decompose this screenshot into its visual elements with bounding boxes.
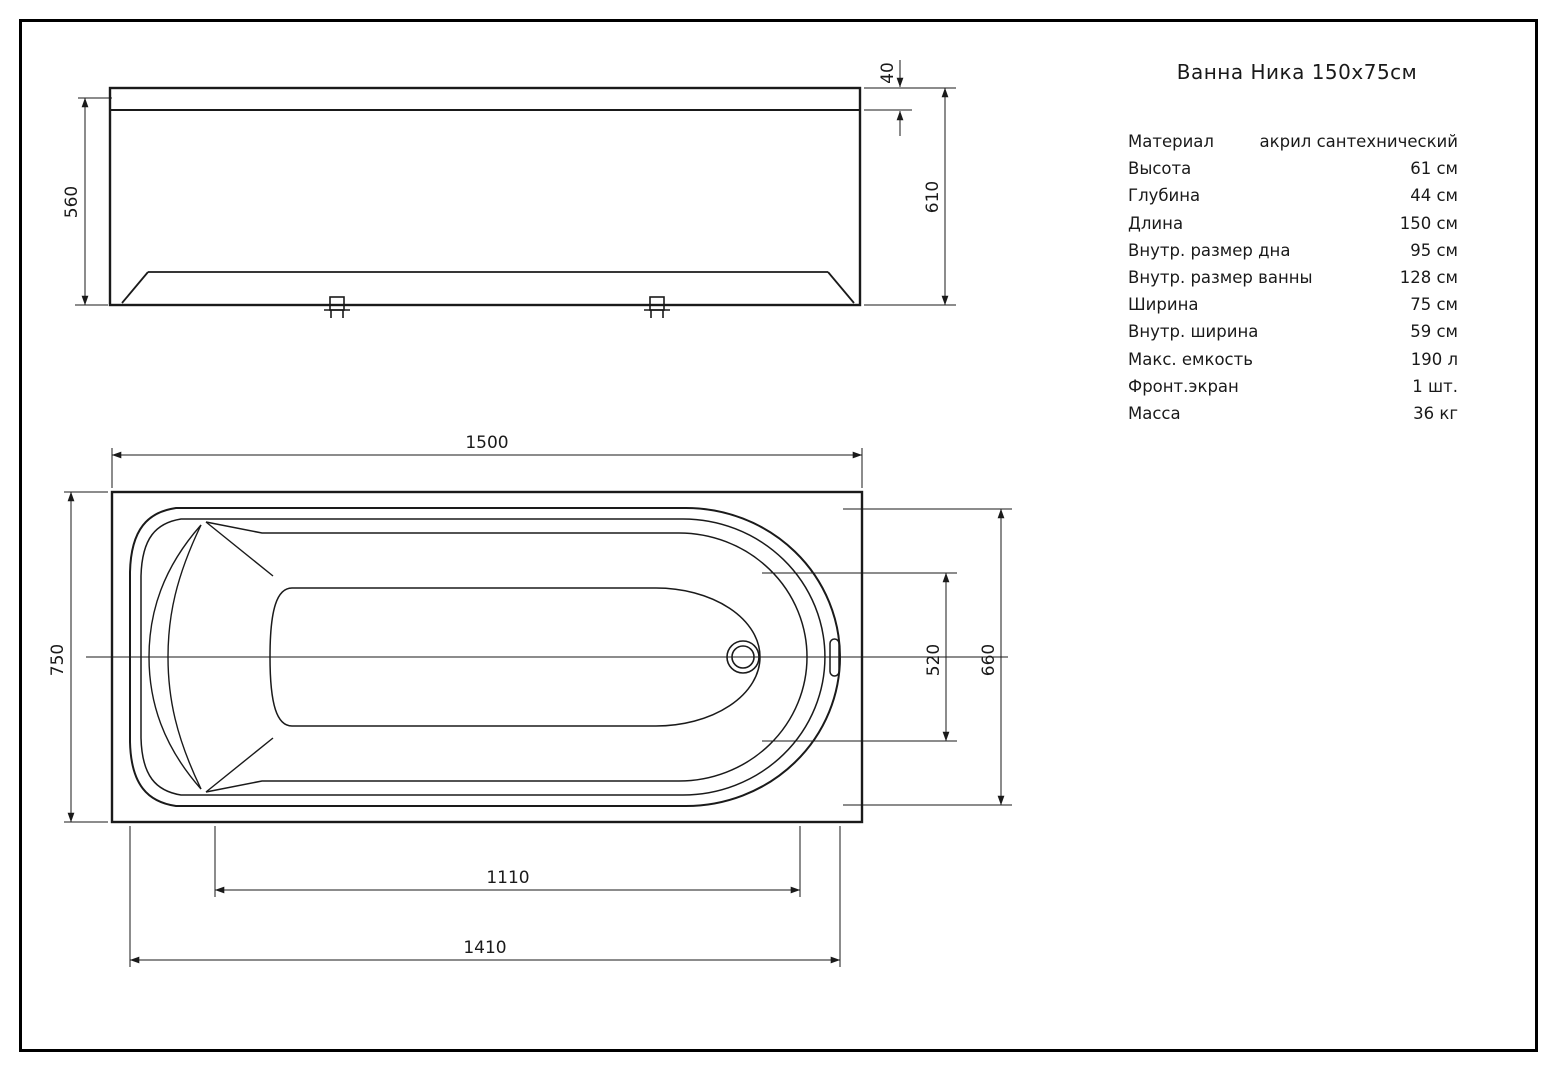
spec-row-front-screen: Фронт.экран 1 шт. — [1128, 373, 1466, 400]
spec-value: 75 см — [1410, 295, 1458, 315]
spec-label: Внутр. ширина — [1128, 322, 1259, 342]
front-panel-outline — [108, 86, 862, 307]
overflow-slot — [829, 638, 840, 677]
spec-table: Ванна Ника 150х75см Материал акрил санте… — [1128, 60, 1466, 427]
dim-label-plan-width: 750 — [48, 644, 68, 676]
spec-value: 190 л — [1410, 349, 1458, 369]
spec-value: 128 см — [1399, 268, 1458, 288]
dim-label-plan-length: 1500 — [465, 433, 508, 453]
dim-label-drain-zone-width: 520 — [924, 644, 944, 676]
spec-label: Ширина — [1128, 295, 1199, 315]
plan-rim-outer — [129, 507, 841, 807]
sheet-border — [19, 19, 1538, 1052]
spec-value: 61 см — [1410, 159, 1458, 179]
spec-value: акрил сантехнический — [1259, 132, 1458, 151]
front-foot-left — [324, 296, 350, 318]
front-apron-recess — [121, 271, 855, 304]
plan-basin-bottom — [269, 587, 761, 727]
plan-view-dimensions — [64, 448, 1012, 967]
dim-label-front-height: 560 — [62, 186, 82, 218]
plan-basin-edge — [205, 521, 808, 793]
spec-label: Внутр. размер ванны — [1128, 268, 1313, 288]
spec-row-inner-tub-size: Внутр. размер ванны 128 см — [1128, 264, 1466, 291]
spec-label: Высота — [1128, 159, 1192, 179]
dim-label-rim-thickness: 40 — [878, 62, 898, 84]
plan-rim-inner — [140, 518, 826, 796]
spec-label: Макс. емкость — [1128, 349, 1253, 369]
spec-label: Масса — [1128, 404, 1181, 424]
drain — [726, 640, 760, 674]
spec-value: 36 кг — [1413, 404, 1458, 424]
spec-value: 150 см — [1399, 213, 1458, 233]
spec-row-material: Материал акрил сантехнический — [1128, 128, 1466, 155]
dim-label-inner-rim-width: 660 — [979, 644, 999, 676]
front-view-dimensions — [75, 60, 956, 306]
spec-label: Длина — [1128, 213, 1184, 233]
spec-row-depth: Глубина 44 см — [1128, 182, 1466, 209]
dim-label-inner-bottom-length: 1110 — [486, 868, 529, 888]
spec-value: 44 см — [1410, 186, 1458, 206]
spec-label: Глубина — [1128, 186, 1201, 206]
spec-value: 95 см — [1410, 240, 1458, 260]
spec-value: 59 см — [1410, 322, 1458, 342]
spec-row-width: Ширина 75 см — [1128, 291, 1466, 318]
drawing-title: Ванна Ника 150х75см — [1176, 60, 1418, 84]
plan-headrest-crescent — [148, 524, 202, 790]
front-view — [108, 86, 862, 318]
spec-row-inner-width: Внутр. ширина 59 см — [1128, 318, 1466, 345]
spec-row-inner-bottom-size: Внутр. размер дна 95 см — [1128, 237, 1466, 264]
plan-view — [86, 490, 1008, 824]
spec-label: Внутр. размер дна — [1128, 240, 1291, 260]
plan-headrest-facets — [205, 521, 274, 793]
spec-label: Фронт.экран — [1128, 376, 1239, 396]
spec-row-mass: Масса 36 кг — [1128, 400, 1466, 427]
spec-row-height: Высота 61 см — [1128, 155, 1466, 182]
spec-row-length: Длина 150 см — [1128, 210, 1466, 237]
front-foot-right — [644, 296, 670, 318]
spec-label: Материал — [1128, 132, 1214, 151]
dim-label-tub-body-length: 1410 — [463, 938, 506, 958]
spec-value: 1 шт. — [1412, 376, 1458, 396]
spec-row-max-capacity: Макс. емкость 190 л — [1128, 346, 1466, 373]
dim-label-front-total-height: 610 — [923, 181, 943, 213]
